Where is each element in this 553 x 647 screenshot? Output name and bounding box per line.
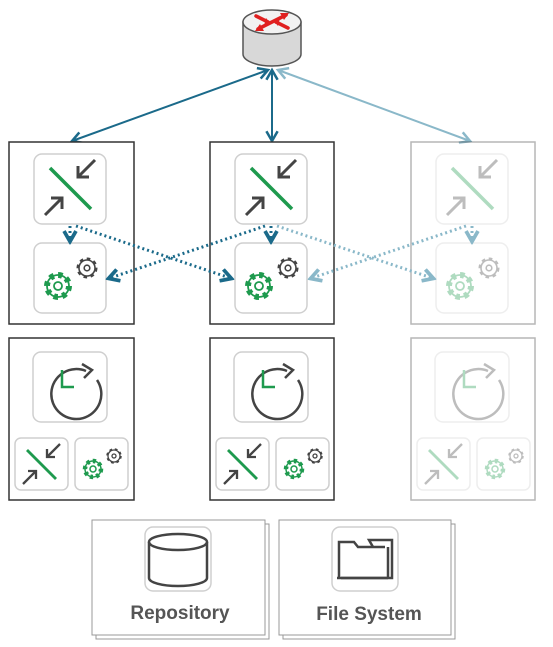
gears-icon (275, 437, 330, 491)
link-lb1-gear2 (75, 224, 230, 278)
distribution-links (70, 224, 472, 278)
lower-node-3 (410, 337, 536, 501)
lower-node-2 (209, 337, 335, 501)
lower-node-1 (8, 337, 135, 501)
link-lb3-gear2 (312, 224, 467, 278)
link-lb2-gear1 (110, 224, 266, 278)
gears-icon (234, 242, 308, 314)
link-router-node-1 (69, 66, 271, 145)
repository-box: Repository (91, 519, 270, 640)
gears-icon (74, 437, 129, 491)
gears-icon (33, 242, 107, 314)
clock-icon (434, 351, 510, 423)
link-router-node-3 (275, 66, 473, 145)
folder-icon (331, 526, 399, 592)
load-balancer-icon (14, 437, 69, 491)
router-icon (242, 9, 302, 67)
repository-label: Repository (130, 603, 230, 624)
link-lb2-gear3 (276, 224, 432, 278)
gears-icon (476, 437, 531, 491)
gears-icon (435, 242, 509, 314)
load-balancer-icon (435, 153, 509, 225)
load-balancer-icon (416, 437, 471, 491)
file-system-box: File System (278, 519, 456, 640)
file-system-label: File System (316, 604, 422, 625)
load-balancer-icon (215, 437, 270, 491)
database-icon (144, 526, 212, 592)
clock-icon (233, 351, 309, 423)
load-balancer-icon (33, 153, 107, 225)
router-links (69, 66, 473, 145)
load-balancer-icon (234, 153, 308, 225)
clock-icon (32, 351, 108, 423)
